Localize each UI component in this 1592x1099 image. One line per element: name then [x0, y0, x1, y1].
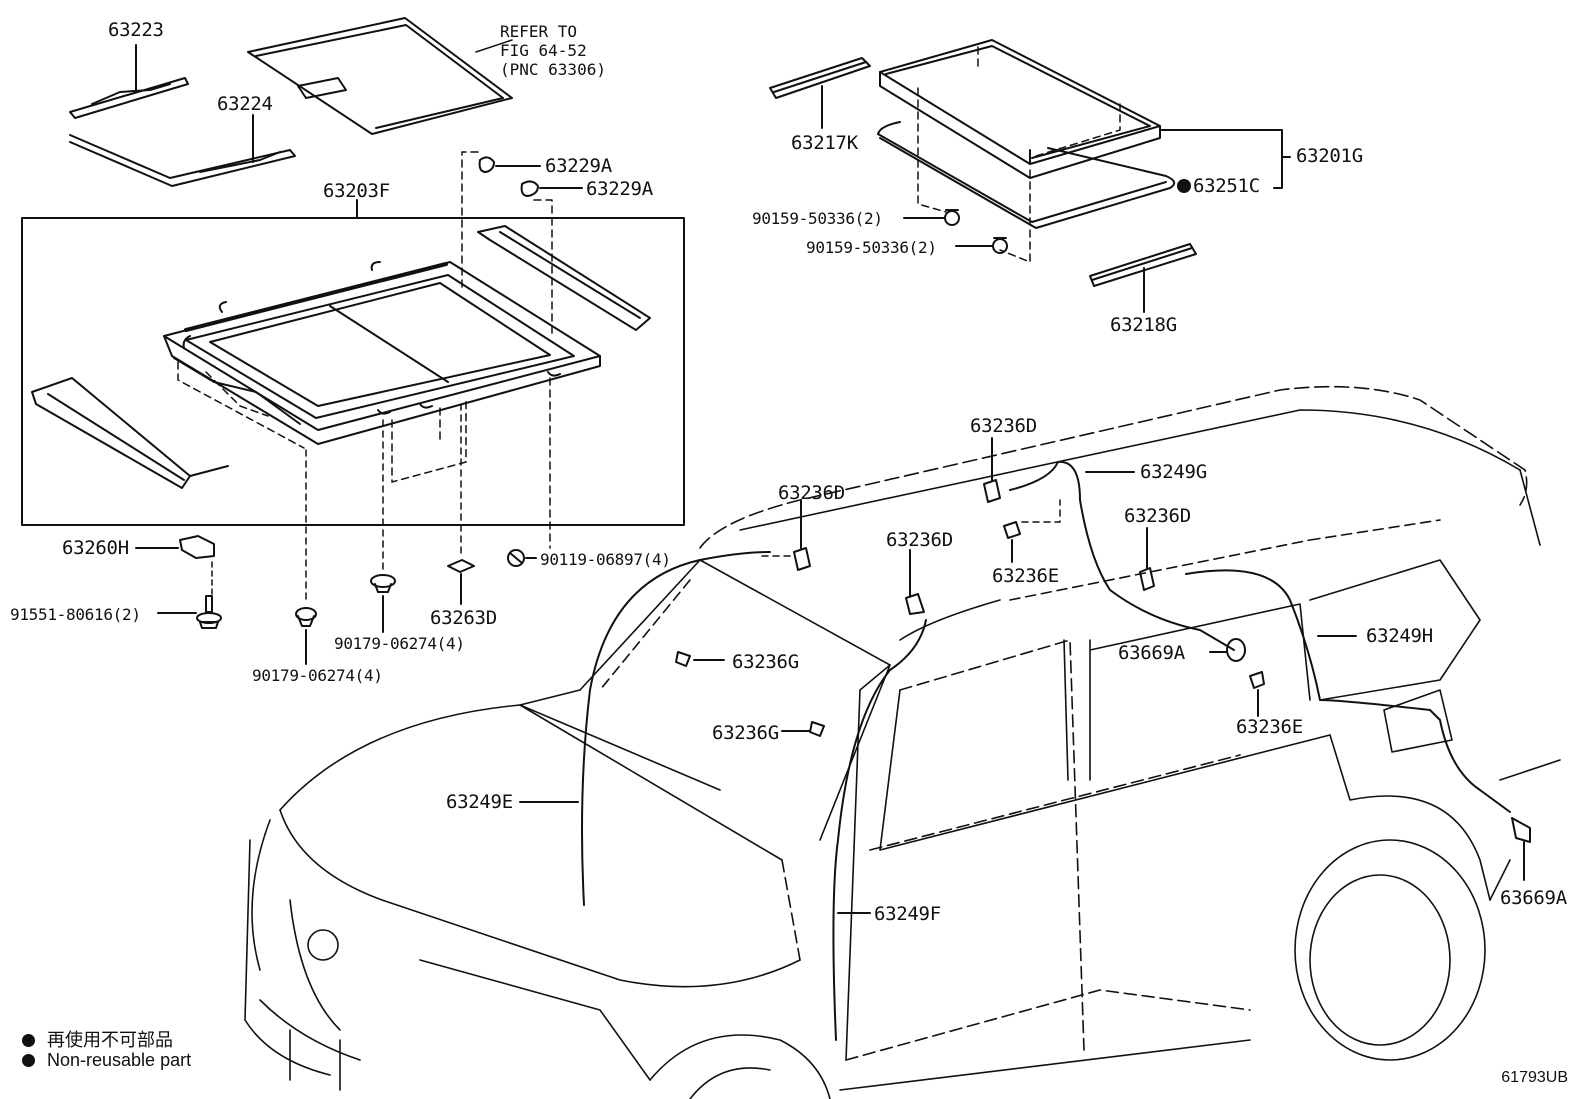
- clip-63236G-a: [675, 651, 725, 667]
- figure-id: 61793UB: [1501, 1069, 1568, 1086]
- side-rail-left: [31, 377, 229, 489]
- screw-90119: [507, 549, 537, 567]
- part-label-63236E-2: 63236E: [1236, 716, 1303, 738]
- part-label-63236D-4: 63236D: [1124, 505, 1191, 527]
- grommet-63669A-a: [1209, 638, 1246, 662]
- part-label-63203F: 63203F: [323, 180, 390, 202]
- clip-63236D-d: [1139, 527, 1155, 591]
- nut-90179-center: [370, 419, 396, 633]
- part-label-90159-2: 90159-50336(2): [806, 238, 937, 257]
- part-label-63218G: 63218G: [1110, 314, 1177, 336]
- part-label-63229A-2: 63229A: [586, 178, 653, 200]
- clip-63236D-a: [761, 499, 811, 571]
- clip-63236D-c: [983, 437, 1001, 503]
- part-label-63236G-2: 63236G: [712, 722, 779, 744]
- clip-63229A-upper: [478, 156, 541, 173]
- bolt-91551: [157, 595, 222, 629]
- part-label-90179-2: 90179-06274(4): [252, 666, 383, 685]
- refer-note-line-3: (PNC 63306): [500, 60, 606, 79]
- part-label-63236D-2: 63236D: [886, 529, 953, 551]
- bracket-63263D: [447, 403, 475, 605]
- clip-63236E-a: [1003, 499, 1061, 563]
- part-label-63249E: 63249E: [446, 791, 513, 813]
- drain-hose-63249H: [1185, 569, 1511, 813]
- part-label-63260H: 63260H: [62, 537, 129, 559]
- legend-jp: 再使用不可部品: [22, 1026, 173, 1052]
- non-reusable-dot-icon: [22, 1054, 35, 1067]
- clip-63229A-lower: [520, 180, 583, 197]
- vehicle-outline: [244, 385, 1561, 1099]
- part-label-63263D: 63263D: [430, 607, 497, 629]
- clip-63236G-b: [781, 721, 825, 737]
- non-reusable-dot-icon: [22, 1034, 35, 1047]
- part-label-63249G: 63249G: [1140, 461, 1207, 483]
- part-label-63217K: 63217K: [791, 132, 858, 154]
- drain-hose-63249E: [519, 551, 771, 906]
- legend-jp-text: 再使用不可部品: [47, 1030, 173, 1050]
- drain-hose-63249F: [832, 619, 927, 1041]
- non-reusable-mark-icon: [1177, 179, 1191, 193]
- refer-note: REFER TO FIG 64-52 (PNC 63306): [500, 22, 606, 79]
- part-label-63251C-text: 63251C: [1193, 175, 1260, 197]
- part-label-63229A-1: 63229A: [545, 155, 612, 177]
- nut-90179-left: [295, 449, 317, 665]
- part-label-63251C: 63251C: [1177, 176, 1260, 196]
- part-label-63249H: 63249H: [1366, 625, 1433, 647]
- legend-en-text: Non-reusable part: [47, 1050, 192, 1070]
- side-rail-right: [477, 225, 651, 331]
- sunshade-panel: [247, 17, 513, 135]
- drip-rail-63223: [69, 44, 189, 119]
- part-label-63249F: 63249F: [874, 903, 941, 925]
- bolt-90159-upper: [903, 209, 960, 226]
- part-label-63236G-1: 63236G: [732, 651, 799, 673]
- part-label-90119: 90119-06897(4): [540, 550, 671, 569]
- assembly-box-63203F: [21, 217, 685, 526]
- part-label-63669A-1: 63669A: [1118, 642, 1185, 664]
- part-label-63223: 63223: [108, 19, 164, 41]
- part-label-90159-1: 90159-50336(2): [752, 209, 883, 228]
- weatherstrip-63218G: [1089, 243, 1197, 313]
- bolt-90159-lower: [955, 237, 1008, 254]
- refer-note-line-1: REFER TO: [500, 22, 578, 41]
- part-label-63669A-2: 63669A: [1500, 887, 1567, 909]
- part-label-63201G: 63201G: [1296, 145, 1363, 167]
- drip-rail-63224: [69, 114, 296, 187]
- part-label-63236D-1: 63236D: [778, 482, 845, 504]
- part-label-91551: 91551-80616(2): [10, 605, 141, 624]
- part-label-63236E-1: 63236E: [992, 565, 1059, 587]
- drain-hose-63249G: [1009, 460, 1235, 651]
- legend-en: Non-reusable part: [22, 1050, 191, 1071]
- part-label-90179-1: 90179-06274(4): [334, 634, 465, 653]
- part-label-63236D-3: 63236D: [970, 415, 1037, 437]
- bolt-63260H: [135, 535, 215, 559]
- refer-note-line-2: FIG 64-52: [500, 41, 587, 60]
- grommet-63669A-b: [1511, 817, 1531, 881]
- sunroof-housing: [163, 261, 601, 445]
- clip-63236D-b: [905, 549, 925, 615]
- clip-63236E-b: [1249, 671, 1265, 717]
- glass-panel-63201G: [877, 39, 1291, 229]
- weatherstrip-63217K: [769, 57, 871, 129]
- part-label-63224: 63224: [217, 93, 273, 115]
